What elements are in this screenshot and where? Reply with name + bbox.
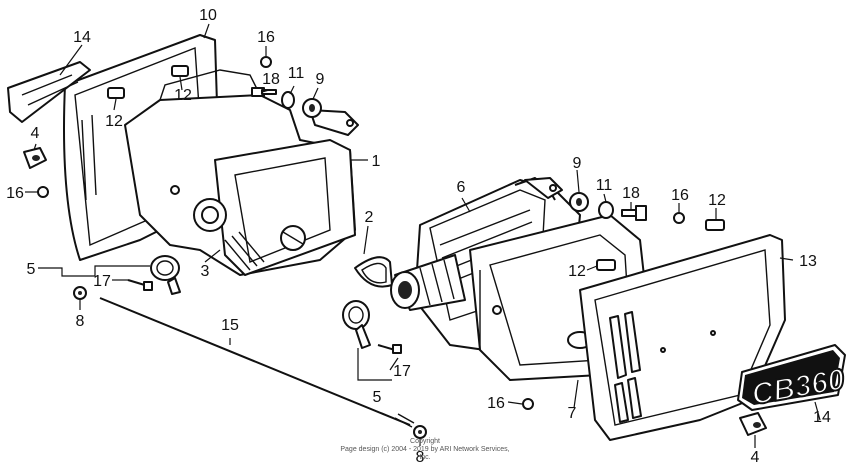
- clip-12-left-a: [107, 87, 125, 99]
- leader-lines: [25, 23, 821, 448]
- callout-11-right: 11: [596, 177, 613, 194]
- grommet-9-right: [569, 192, 589, 212]
- cap-16-right: [673, 212, 685, 224]
- hose-band-left: [150, 255, 181, 295]
- callout-18-top: 18: [262, 71, 280, 88]
- grommet-9-top: [302, 98, 322, 118]
- cap-16-left: [37, 186, 49, 198]
- copyright-notice: Copyright Page design (c) 2004 - 2019 by…: [335, 438, 515, 462]
- callout-12-right-b: 12: [568, 263, 586, 280]
- callout-12-left-b: 12: [174, 87, 192, 104]
- right-intake-tube: [390, 254, 466, 311]
- cap-nut-16-top: [260, 56, 272, 68]
- callout-7: 7: [568, 405, 577, 422]
- callout-16-left: 16: [6, 185, 24, 202]
- hose-band-right: [342, 300, 371, 349]
- callout-12-left-a: 12: [105, 113, 123, 130]
- callout-3: 3: [201, 263, 210, 280]
- callout-1: 1: [372, 153, 381, 170]
- copyright-line2: Page design (c) 2004 - 2019 by ARI Netwo…: [340, 446, 510, 461]
- bolt-18-right: [621, 205, 647, 221]
- callout-18-right: 18: [622, 185, 640, 202]
- callout-8-bottom: 8: [416, 449, 425, 466]
- copyright-line1: Copyright: [410, 438, 440, 445]
- callout-14-left: 14: [73, 29, 91, 46]
- callout-10: 10: [199, 7, 217, 24]
- connecting-rod-15: [99, 297, 415, 428]
- callout-16-right: 16: [671, 187, 689, 204]
- callout-16-top: 16: [257, 29, 275, 46]
- grommet-4-left: [23, 147, 47, 169]
- cb360-emblem: CB360: [737, 344, 848, 413]
- nut-8-bottom: [413, 425, 427, 439]
- left-air-cleaner-housing: [124, 69, 359, 276]
- screw-17-right: [377, 344, 402, 354]
- callout-17-right: 17: [393, 363, 411, 380]
- callout-12-right-a: 12: [708, 192, 726, 209]
- callout-4-left: 4: [31, 125, 40, 142]
- callout-17-left: 17: [93, 273, 111, 290]
- callout-14-right: 14: [813, 409, 831, 426]
- callout-9-top: 9: [316, 71, 325, 88]
- washer-11-top: [281, 91, 295, 109]
- clip-12-right-a: [705, 219, 725, 231]
- washer-11-right: [598, 201, 614, 219]
- callout-5-right: 5: [373, 389, 382, 406]
- callout-15: 15: [221, 317, 239, 334]
- callout-13: 13: [799, 253, 817, 270]
- grommet-4-right: [739, 412, 767, 436]
- joint-rubber-2: [354, 256, 393, 288]
- cap-16-bottom: [522, 398, 534, 410]
- clip-12-left-b: [171, 65, 189, 77]
- callout-6: 6: [457, 179, 466, 196]
- callout-4-right: 4: [751, 449, 760, 466]
- clip-12-right-b: [596, 259, 616, 271]
- right-side-cover: [579, 234, 786, 441]
- callout-16-bottom: 16: [487, 395, 505, 412]
- emblem-bracket-left: [7, 61, 91, 123]
- callout-11-top: 11: [288, 65, 305, 82]
- callout-labels: 14 10 16 18 11 9 12 12 4 16 1 3 2 5 17 8…: [6, 7, 831, 466]
- screw-17-left: [127, 279, 153, 291]
- callout-2: 2: [365, 209, 374, 226]
- callout-5-left: 5: [27, 261, 36, 278]
- nut-8-left: [73, 286, 87, 300]
- callout-8-left: 8: [76, 313, 85, 330]
- callout-9-right: 9: [573, 155, 582, 172]
